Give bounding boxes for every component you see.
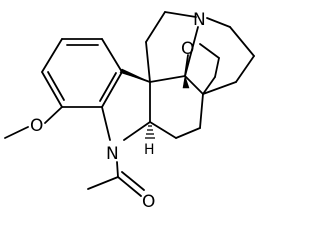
bond [101,71,123,108]
bond [41,38,63,73]
wedge-bond [119,68,151,83]
cyclohexane-ring [149,75,204,139]
bond [44,106,63,124]
bond [164,11,197,18]
acetyl-group: O [87,161,155,212]
bond [175,127,201,139]
chemical-structure: O N O H N [4,10,255,212]
bond [206,17,231,28]
bond [229,26,255,57]
bond [145,11,166,43]
bond [184,75,204,95]
bond [149,75,186,83]
stereo-hydrogen: H [144,125,155,158]
bond [149,121,177,139]
bond [145,41,151,83]
bond [4,126,29,139]
aromatic-inner-bond [47,71,65,101]
methoxy-oxygen-label: O [30,116,43,136]
bond [199,93,204,129]
methoxy-group: O [4,106,63,139]
benzene-ring [41,38,123,108]
stereo-hydrogen-label: H [144,142,155,158]
bond [202,81,237,95]
bond [202,76,216,95]
carbonyl-bond [121,171,145,191]
bridge-oxygen-label: O [181,39,194,59]
bond [41,71,63,108]
indoline-nitrogen-label: N [106,144,119,164]
aromatic-inner-bond [99,72,117,102]
bond [214,57,220,78]
amine-nitrogen-label: N [193,10,206,30]
bond [116,161,119,178]
bond [123,121,151,141]
bond [101,38,123,73]
bond [235,55,255,83]
bond [184,26,199,77]
bond [184,54,189,77]
pyrrolidine-ring: N [145,10,206,83]
wedge-bonds [119,68,190,89]
wedge-bond [182,75,190,89]
carbonyl-oxygen-label: O [142,192,155,212]
bond [87,176,119,190]
bond [101,106,111,141]
bridged-rings: O [181,17,255,95]
carbonyl-bond [117,176,142,197]
bond [199,43,220,59]
